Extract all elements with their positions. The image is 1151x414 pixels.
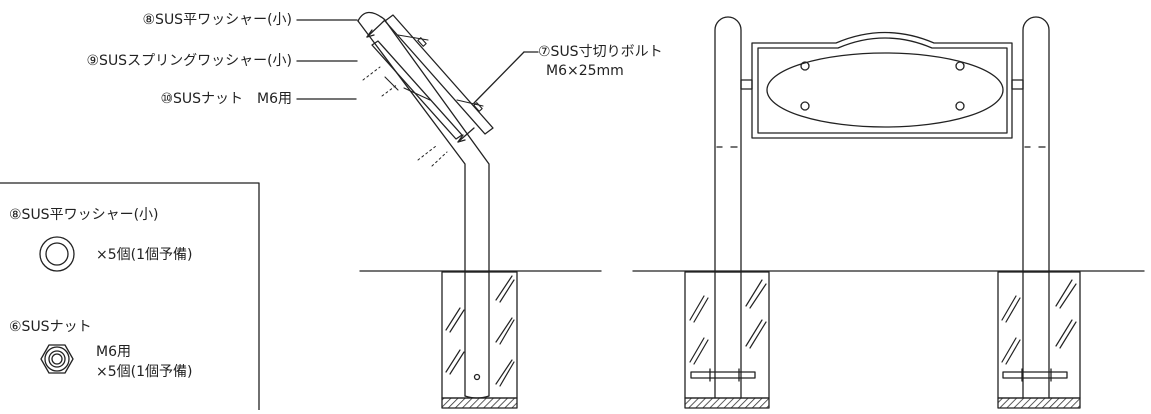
front-post-right [1022,16,1050,399]
foundation-left [684,271,770,409]
leader-bolt [473,51,525,104]
callout-nut: ⑩SUSナット M6用 [160,91,292,107]
side-washer-dashes [362,66,448,167]
front-post-left [714,16,742,399]
callout-bolt-size: M6×25mm [546,63,624,79]
parts-nut-qty: ×5個(1個予備) [96,364,193,380]
side-arrows [366,19,475,143]
front-sign-panel [751,31,1013,139]
callout-bolt-name: ⑦SUS寸切りボルト [538,44,663,60]
parts-washer-qty: ×5個(1個予備) [96,247,193,263]
side-bolts [384,34,484,112]
callout-spring-washer: ⑨SUSスプリングワッシャー(小) [86,53,293,69]
parts-nut-title: ⑥SUSナット [9,319,92,335]
foundation-right [997,271,1081,409]
sign-brackets [740,79,1024,90]
parts-washer-title: ⑧SUS平ワッシャー(小) [9,207,159,223]
foundation-side [441,271,518,409]
parts-box-frame [0,182,260,411]
hex-nut-icon [40,344,74,374]
callout-flat-washer: ⑧SUS平ワッシャー(小) [142,12,293,28]
side-post [357,11,490,399]
anchor-pin-left [690,368,756,382]
flat-washer-icon [39,236,75,272]
side-sign-panel [371,14,494,140]
parts-nut-spec: M6用 [96,344,131,360]
anchor-pin-right [1002,368,1068,382]
